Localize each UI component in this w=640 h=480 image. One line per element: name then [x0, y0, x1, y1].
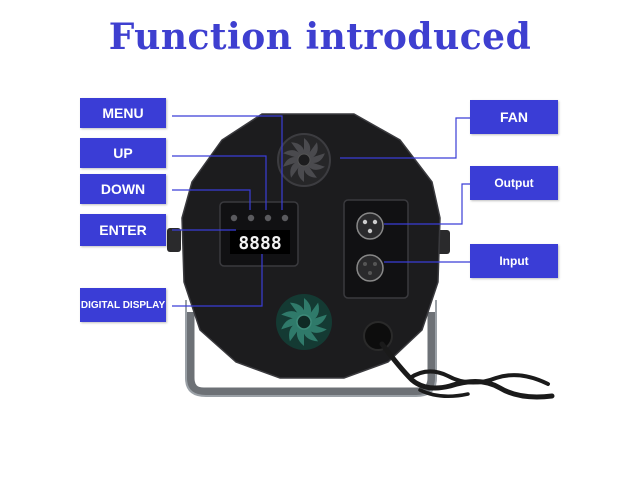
digital-display-leader-line: [172, 254, 263, 307]
left-bracket-knob: [167, 228, 181, 252]
digital-display-screen: [230, 230, 290, 254]
bottom-fan-icon: [276, 294, 332, 350]
leader-lines: [172, 115, 470, 307]
enter-key: [281, 214, 289, 222]
enter-label: ENTER: [80, 214, 166, 246]
down-leader-line: [172, 189, 251, 210]
up-label: UP: [80, 138, 166, 168]
down-key: [264, 214, 272, 222]
dmx-input-connector: [356, 254, 384, 282]
output-label: Output: [470, 166, 558, 200]
dmx-output-connector: [356, 212, 384, 240]
page-title: Function introduced: [108, 16, 532, 58]
output-leader-line: [384, 183, 470, 225]
menu-label: MENU: [80, 98, 166, 128]
input-label: Input: [470, 244, 558, 278]
fan-label: FAN: [470, 100, 558, 134]
top-fan-icon: [277, 133, 331, 187]
menu-leader-line: [172, 115, 283, 210]
down-label: DOWN: [80, 174, 166, 204]
fan-leader-line: [340, 117, 470, 159]
digital-display-digits: 8888: [238, 233, 281, 254]
up-leader-line: [172, 155, 267, 210]
power-cable: [363, 321, 555, 400]
menu-key: [230, 214, 238, 222]
up-key: [247, 214, 255, 222]
digital-display-label: DIGITAL DISPLAY: [80, 288, 166, 322]
device-body: [182, 114, 440, 378]
